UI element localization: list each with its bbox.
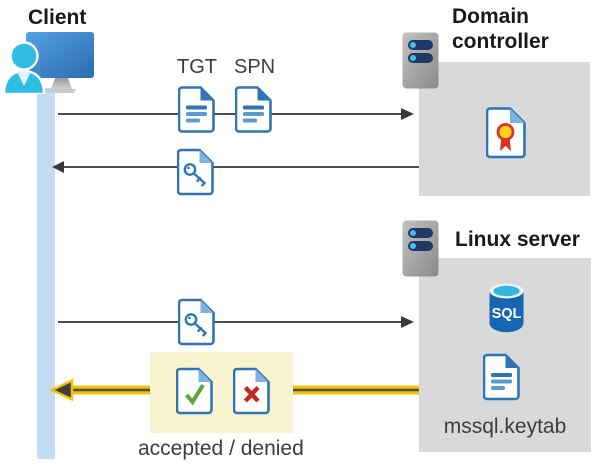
result-highlight-box (150, 352, 293, 433)
keytab-document-icon (483, 353, 520, 401)
accepted-denied-label: accepted / denied (138, 437, 304, 460)
tgt-label: TGT (177, 56, 217, 78)
linux-server-label: Linux server (455, 228, 580, 251)
keytab-filename-label: mssql.keytab (443, 415, 567, 438)
person-collar (17, 71, 31, 86)
ticket-return-arrow (52, 161, 419, 173)
client-label: Client (28, 6, 87, 29)
spn-label: SPN (234, 56, 276, 78)
monitor-base (46, 89, 76, 93)
monitor-stand (51, 78, 72, 89)
accepted-document-icon (176, 367, 213, 415)
spn-document-icon (235, 86, 272, 133)
domain-controller-server-icon (402, 32, 439, 89)
sql-database-icon: SQL (489, 283, 524, 333)
client-lifeline (37, 88, 55, 459)
linux-server-icon (402, 220, 439, 277)
denied-document-icon (233, 367, 270, 415)
key-ticket-icon-to-linux (178, 298, 215, 346)
request-tgt-spn-arrow (58, 108, 414, 120)
domain-controller-label: Domain controller (452, 5, 549, 53)
key-ticket-icon-return (177, 148, 214, 196)
certificate-icon (486, 107, 526, 159)
client-icon (2, 32, 94, 94)
tgt-document-icon (178, 86, 215, 133)
person-head (9, 41, 39, 71)
sql-icon-label: SQL (492, 306, 522, 322)
ticket-to-linux-arrow (58, 316, 414, 328)
monitor-icon (26, 32, 94, 78)
